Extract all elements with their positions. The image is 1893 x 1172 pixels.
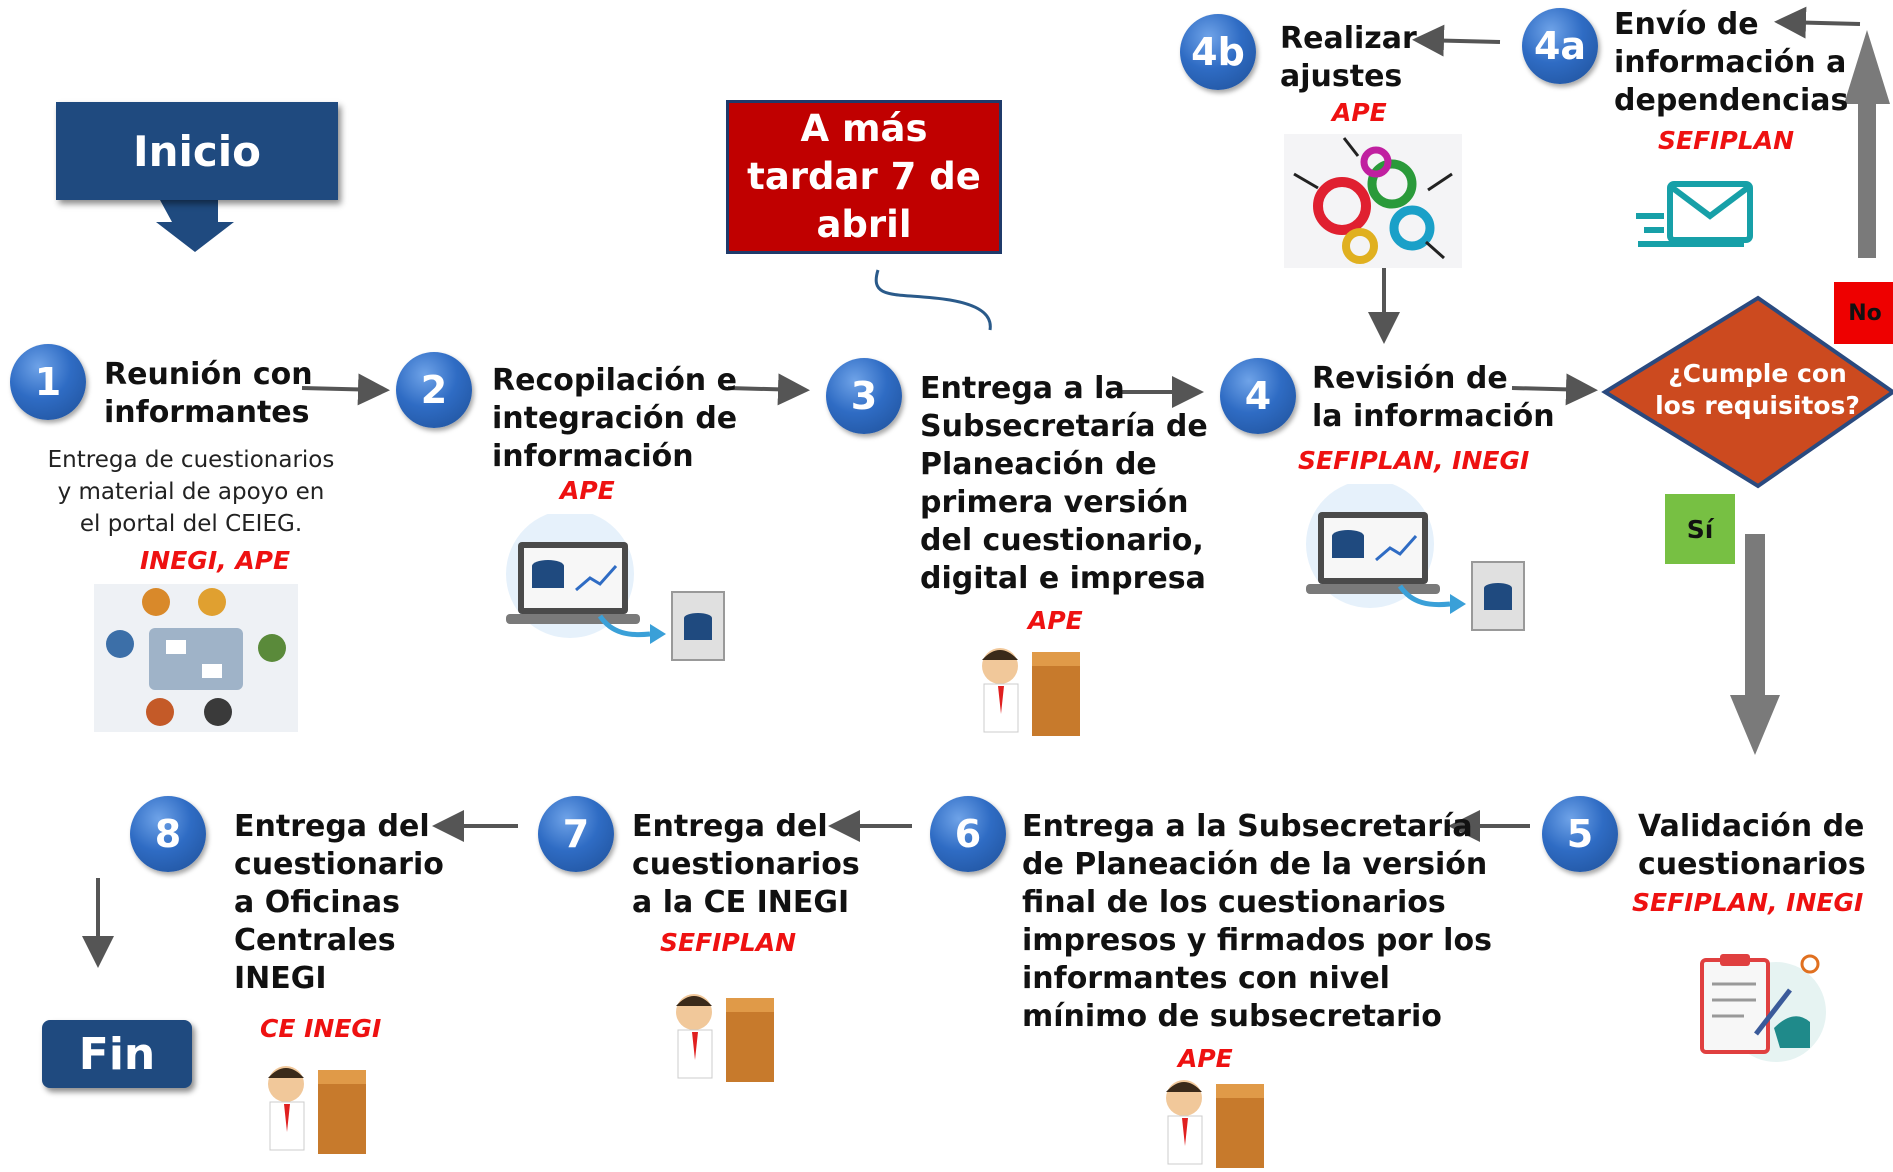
step-1-circle: 1 — [10, 344, 86, 420]
step-7-responsible: SEFIPLAN — [660, 928, 796, 957]
step-6-responsible: APE — [1178, 1044, 1233, 1073]
decision-diamond — [1601, 295, 1893, 489]
deadline-callout-line — [874, 269, 992, 331]
arrow-4a-4b — [1412, 24, 1501, 57]
step-4b-responsible: APE — [1332, 98, 1387, 127]
yes-label: Sí — [1665, 494, 1735, 564]
end-box: Fin — [42, 1020, 192, 1088]
step-8-responsible: CE INEGI — [260, 1014, 382, 1043]
step-2-title: Recopilación e integración de informació… — [492, 363, 738, 474]
step-4a-responsible: SEFIPLAN — [1658, 126, 1794, 155]
meeting-table-icon — [94, 584, 298, 732]
arrow-1-2 — [301, 373, 390, 406]
step-4-circle: 4 — [1220, 358, 1296, 434]
step-1-description: Entrega de cuestionarios y material de a… — [47, 447, 335, 537]
arrow-to-4a — [1774, 6, 1861, 39]
step-5-circle: 5 — [1542, 796, 1618, 872]
step-4-responsible: SEFIPLAN, INEGI — [1298, 446, 1530, 475]
step-1-responsible: INEGI, APE — [140, 546, 291, 575]
step-3-circle: 3 — [826, 358, 902, 434]
step-5-responsible: SEFIPLAN, INEGI — [1632, 888, 1864, 917]
decision-question: ¿Cumple con los requisitos? — [1655, 359, 1860, 420]
step-7-circle: 7 — [538, 796, 614, 872]
step-7-title: Entrega del cuestionarios a la CE INEGI — [632, 809, 860, 920]
no-label: No — [1834, 282, 1893, 344]
step-4b-title: Realizar ajustes — [1280, 21, 1417, 94]
step-3-title: Entrega a la Subsecretaría de Planeación… — [920, 371, 1208, 596]
step-6-circle: 6 — [930, 796, 1006, 872]
step-6-title: Entrega a la Subsecretaría de Planeación… — [1022, 809, 1492, 1034]
email-send-icon — [1636, 181, 1753, 247]
man-with-box-icon — [982, 648, 1080, 736]
start-label: Inicio — [132, 126, 262, 176]
deadline-box: A más tardar 7 de abril — [726, 100, 1002, 254]
man-with-box-icon — [676, 994, 774, 1082]
step-5-title: Validación de cuestionarios — [1638, 809, 1866, 882]
step-2-responsible: APE — [560, 476, 615, 505]
man-with-box-icon — [1166, 1080, 1264, 1168]
step-4-title: Revisión de la información — [1312, 361, 1555, 434]
start-box: Inicio — [56, 102, 338, 200]
gears-icon — [1284, 134, 1462, 268]
arrow-4-decision — [1511, 373, 1598, 406]
step-4a-title: Envío de información a dependencias — [1614, 7, 1849, 118]
end-label: Fin — [78, 1028, 156, 1080]
arrow-2-3 — [727, 373, 810, 406]
step-2-circle: 2 — [396, 352, 472, 428]
step-8-title: Entrega del cuestionario a Oficinas Cent… — [234, 809, 444, 996]
arrow-yes-down — [1730, 534, 1780, 755]
clipboard-sign-icon — [1700, 954, 1826, 1062]
arrow-no-up — [1844, 30, 1890, 258]
step-4a-circle: 4a — [1522, 8, 1598, 84]
laptop-database-icon — [506, 514, 725, 661]
start-pointer — [156, 200, 234, 252]
step-4b-circle: 4b — [1180, 14, 1256, 90]
laptop-database-icon — [1306, 484, 1525, 631]
step-3-responsible: APE — [1028, 606, 1083, 635]
step-1-title: Reunión con informantes — [104, 357, 313, 430]
step-8-circle: 8 — [130, 796, 206, 872]
man-with-box-icon — [268, 1066, 366, 1154]
